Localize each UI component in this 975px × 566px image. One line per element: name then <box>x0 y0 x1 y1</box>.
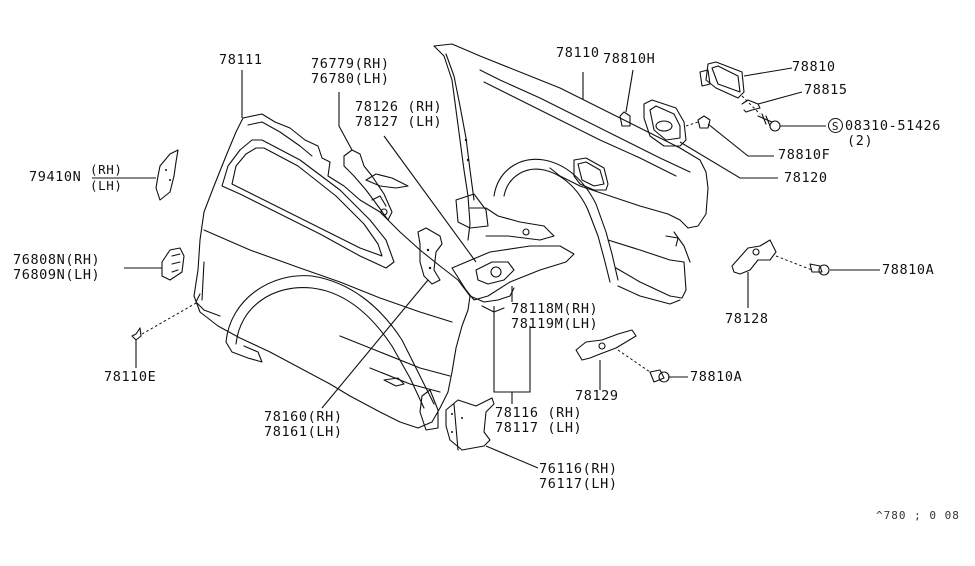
side-rh: (RH) <box>90 162 123 177</box>
part-number-rh: 78160(RH) <box>264 409 343 425</box>
part-number: 78810A <box>690 369 743 385</box>
callout-78810F[interactable]: 78810F <box>778 148 830 163</box>
clip-78810H[interactable] <box>619 111 631 127</box>
part-number: 08310-51426 <box>845 118 942 134</box>
dashed-guide-lines <box>141 95 813 373</box>
part-number: 78810A <box>882 262 935 278</box>
leader-lines <box>92 67 880 469</box>
gusset-76116[interactable] <box>445 397 495 451</box>
part-number: 78810 <box>792 59 836 75</box>
part-number-rh: 78118M(RH) <box>511 301 599 317</box>
callout-79410N[interactable]: 79410N <box>29 170 81 185</box>
grommet-78810F[interactable] <box>697 115 711 129</box>
part-number: 78129 <box>575 388 619 404</box>
part-number: 78120 <box>784 170 828 186</box>
part-number-lh: 76780(LH) <box>311 71 390 87</box>
part-number: 78810H <box>603 51 656 67</box>
inner-pillar-76779[interactable] <box>343 149 409 221</box>
bracket-78128[interactable] <box>731 239 777 275</box>
quantity: (2) <box>847 133 874 149</box>
bracket-79410N[interactable] <box>155 149 179 201</box>
part-number: 78815 <box>804 82 848 98</box>
grille-76808N[interactable] <box>161 247 185 281</box>
hinge-spring-78815[interactable] <box>741 99 761 113</box>
part-number: 78810F <box>778 147 831 163</box>
wheelhouse-78126[interactable] <box>451 245 575 313</box>
part-number: 78111 <box>219 52 263 68</box>
callout-78129[interactable]: 78129 <box>575 389 619 404</box>
callout-76779[interactable]: 76779(RH)76780(LH) <box>311 57 390 87</box>
callout-76808N[interactable]: 76808N(RH)76809N(LH) <box>13 253 100 283</box>
part-number-lh: 78117 (LH) <box>495 420 583 436</box>
side-lh: (LH) <box>90 178 123 193</box>
part-number: 78110E <box>104 369 157 385</box>
bolt-78810A-lower[interactable] <box>649 369 670 383</box>
callout-78810[interactable]: 78810 <box>792 60 836 75</box>
callout-78815[interactable]: 78815 <box>804 83 848 98</box>
callout-76116[interactable]: 76116(RH)76117(LH) <box>539 462 618 492</box>
callout-78126[interactable]: 78126 (RH)78127 (LH) <box>355 100 442 130</box>
callout-78128[interactable]: 78128 <box>725 312 769 327</box>
callout-78116[interactable]: 78116 (RH)78117 (LH) <box>495 406 582 436</box>
filler-pocket-78120[interactable] <box>643 99 687 147</box>
callout-78160[interactable]: 78160(RH)78161(LH) <box>264 410 343 440</box>
part-number-rh: 78126 (RH) <box>355 99 443 115</box>
part-number-lh: 76117(LH) <box>539 476 618 492</box>
part-number-rh: 76779(RH) <box>311 56 390 72</box>
quarter-panel-78111[interactable] <box>193 113 471 431</box>
standard-part-symbol-icon: S <box>828 118 843 133</box>
outer-panel-78110[interactable] <box>433 43 709 305</box>
callout-78810A-upper[interactable]: 78810A <box>882 263 934 278</box>
callout-78111[interactable]: 78111 <box>219 53 263 68</box>
part-number: 78128 <box>725 311 769 327</box>
bracket-78129[interactable] <box>575 329 637 361</box>
part-number-lh: 76809N(LH) <box>13 267 101 283</box>
callout-78120[interactable]: 78120 <box>784 171 828 186</box>
clip-78110E[interactable] <box>131 327 142 341</box>
part-number-rh: 78116 (RH) <box>495 405 583 421</box>
callout-78110[interactable]: 78110 <box>556 46 600 61</box>
fuel-filler-lid-78810[interactable] <box>699 61 745 99</box>
part-number: 79410N <box>29 169 82 185</box>
part-number: 78110 <box>556 45 600 61</box>
part-number-lh: 78161(LH) <box>264 424 343 440</box>
part-number-rh: 76116(RH) <box>539 461 618 477</box>
callout-78810A-lower[interactable]: 78810A <box>690 370 742 385</box>
part-number-lh: 78119M(LH) <box>511 316 599 332</box>
part-number-rh: 76808N(RH) <box>13 252 101 268</box>
part-number-lh: 78127 (LH) <box>355 114 443 130</box>
screw-08310[interactable] <box>757 113 781 132</box>
callout-78810H[interactable]: 78810H <box>603 52 655 67</box>
callout-78118M[interactable]: 78118M(RH)78119M(LH) <box>511 302 598 332</box>
callout-78110E[interactable]: 78110E <box>104 370 156 385</box>
bolt-78810A-upper[interactable] <box>809 263 830 276</box>
inner-brace-78160[interactable] <box>417 227 443 285</box>
callout-79410N-sides: (RH)(LH) <box>90 162 123 194</box>
diagram-reference-code: ^780 ; 0 08 <box>876 509 960 522</box>
